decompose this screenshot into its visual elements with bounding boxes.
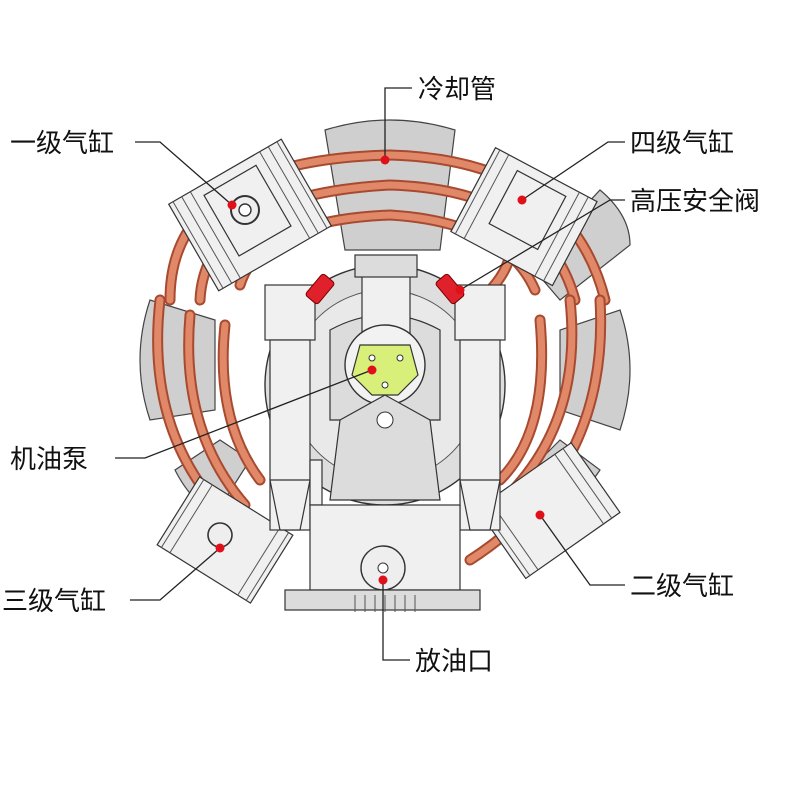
oil-pump-body: [344, 324, 426, 406]
label-oil-drain: 放油口: [415, 647, 493, 677]
label-stage1-cylinder: 一级气缸: [10, 129, 114, 159]
stage2-cylinder-body: [476, 441, 621, 580]
callout-dots: [215, 155, 545, 585]
leader-lines: [115, 87, 625, 661]
label-oil-pump: 机油泵: [10, 445, 88, 475]
center-stand: [309, 394, 441, 506]
left-filter-column: [264, 284, 316, 531]
right-filter-column: [454, 284, 506, 531]
label-high-pressure-valve: 高压安全阀: [630, 187, 760, 217]
label-stage4-cylinder: 四级气缸: [630, 129, 734, 159]
label-stage3-cylinder: 三级气缸: [2, 587, 106, 617]
stage4-cylinder-body: [450, 146, 598, 287]
label-stage2-cylinder: 二级气缸: [630, 572, 734, 602]
red-valves: [305, 273, 465, 305]
oil-sump: [284, 504, 481, 612]
label-cooling-pipe: 冷却管: [418, 75, 496, 105]
